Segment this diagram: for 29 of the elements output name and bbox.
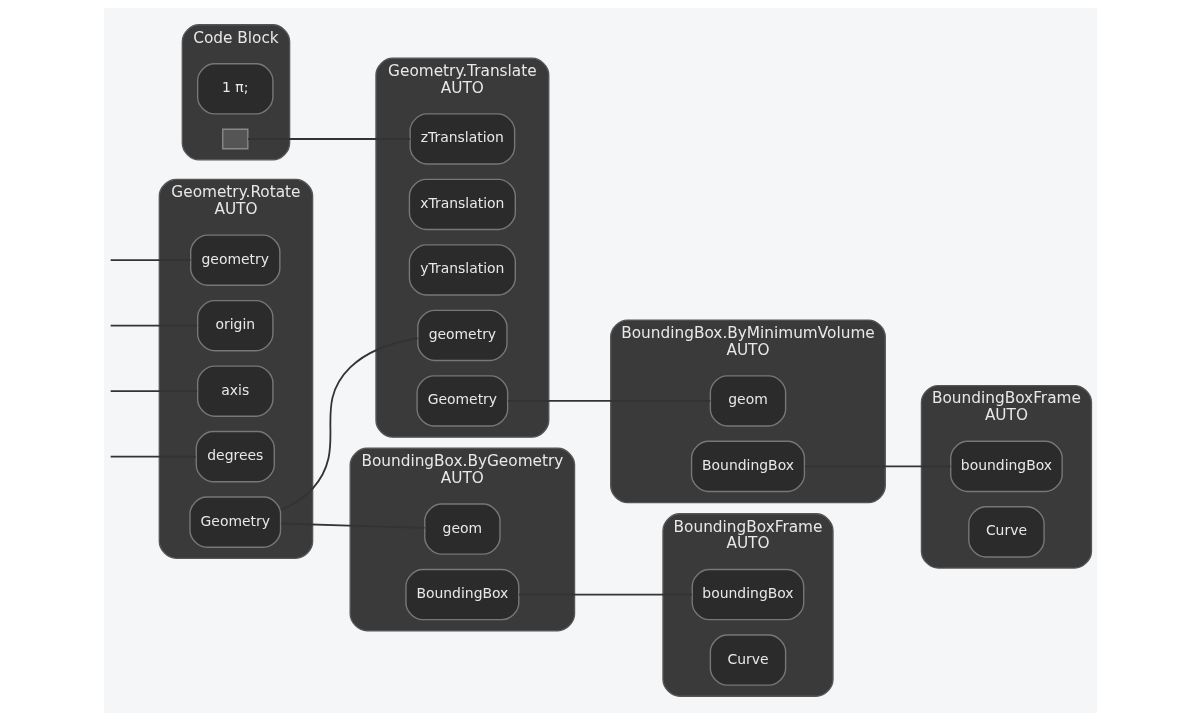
node-box: Geometry <box>189 496 282 548</box>
node-box: axis <box>196 365 274 417</box>
connector <box>109 455 197 458</box>
connector <box>109 390 199 393</box>
connector <box>280 337 419 511</box>
node-box: yTranslation <box>408 244 516 296</box>
node-box: geom <box>424 503 501 555</box>
node-box: degrees <box>195 430 275 483</box>
node-box: Geometry <box>416 375 509 427</box>
connector <box>109 324 199 327</box>
node-box: 1 π; <box>196 63 274 115</box>
connector <box>109 259 192 262</box>
node-box: boundingBox <box>950 440 1063 493</box>
connector <box>518 593 693 596</box>
node-box: BoundingBox <box>405 568 520 621</box>
node-box: xTranslation <box>408 178 516 231</box>
node-box: geometry <box>190 234 281 286</box>
connector <box>247 138 411 140</box>
connector <box>507 400 712 402</box>
node-box: BoundingBox <box>690 440 806 493</box>
node-box: boundingBox <box>691 568 805 621</box>
node-box <box>222 128 249 150</box>
connector <box>280 522 426 529</box>
node-box: zTranslation <box>409 113 516 165</box>
node-box: Curve <box>968 506 1045 558</box>
node-box: geom <box>709 375 787 427</box>
node-box: Curve <box>709 634 787 686</box>
node-box: origin <box>196 299 274 352</box>
node-box: geometry <box>417 309 508 362</box>
